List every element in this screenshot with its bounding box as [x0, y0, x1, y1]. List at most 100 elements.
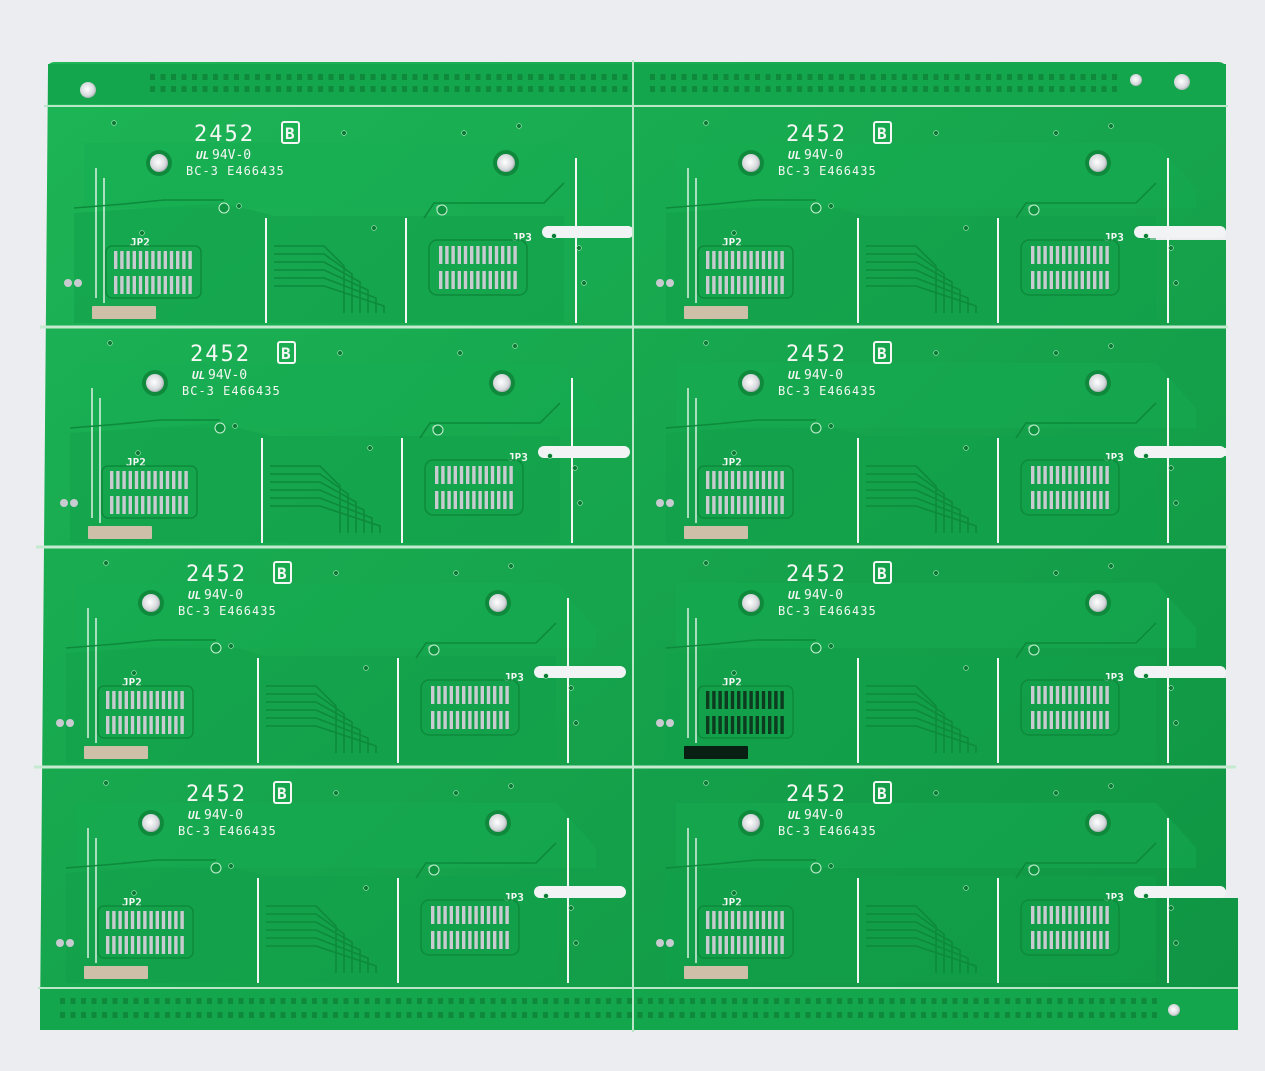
- trace: [665, 182, 1157, 219]
- jp2-pad: [724, 911, 728, 929]
- rail-pad: [622, 86, 628, 92]
- jp3-pad: [1080, 931, 1084, 949]
- via: [1173, 280, 1179, 286]
- rail-pad: [574, 1012, 580, 1018]
- rail-pad: [986, 86, 991, 92]
- jp3-outline: [1020, 899, 1120, 956]
- jp2-pad: [124, 691, 128, 709]
- rail-pad: [144, 998, 149, 1004]
- via: [1028, 424, 1040, 436]
- rail-pad: [318, 86, 323, 92]
- rail-pad: [459, 998, 464, 1004]
- jp3-pad: [1062, 906, 1066, 924]
- rail-pad: [816, 998, 821, 1004]
- jp3-pad: [453, 466, 457, 484]
- jp2-pad: [755, 716, 759, 734]
- trace-bundle: [266, 905, 377, 973]
- via: [1168, 245, 1174, 251]
- rail-pad: [91, 998, 97, 1004]
- rail-pad: [507, 86, 512, 92]
- trace: [65, 842, 557, 879]
- jp2-pad: [174, 911, 178, 929]
- jp2-pad: [174, 691, 178, 709]
- rail-pad: [396, 1012, 401, 1018]
- test-pad: [74, 279, 82, 287]
- jp2-pad: [120, 276, 124, 294]
- rail-pad: [1017, 74, 1023, 80]
- rail-pad: [807, 74, 813, 80]
- jp3-pad: [490, 466, 495, 484]
- jp2-pad: [768, 276, 772, 294]
- jp3-pad: [431, 711, 435, 729]
- rail-pad: [650, 74, 655, 80]
- via: [731, 670, 737, 676]
- jp3-pad: [1093, 931, 1097, 949]
- rail-pad: [910, 998, 916, 1004]
- jp2-label: JP2: [722, 896, 742, 909]
- via: [810, 202, 822, 214]
- rail-pad: [475, 86, 481, 92]
- rail-pad: [391, 74, 397, 80]
- rail-pad: [1152, 1012, 1157, 1018]
- rail-pad: [627, 1012, 632, 1018]
- via: [428, 864, 440, 876]
- rail-pad: [692, 86, 697, 92]
- jp3-pad: [501, 271, 505, 289]
- rail-pad: [996, 86, 1002, 92]
- rail-pad: [528, 86, 533, 92]
- contact-strip: [684, 966, 748, 979]
- rail-pad: [192, 86, 197, 92]
- rail-pad: [564, 998, 569, 1004]
- silk-line: [87, 828, 97, 963]
- jp3-pad: [1055, 246, 1060, 264]
- rail-pad: [412, 74, 418, 80]
- rail-pad: [591, 74, 596, 80]
- via: [333, 570, 339, 576]
- cert-mark-box: [273, 781, 292, 804]
- rail-pad: [700, 1012, 706, 1018]
- jp3-pad: [466, 491, 470, 509]
- test-pad: [66, 939, 74, 947]
- jp2-pad: [161, 936, 166, 954]
- ul-logo: UL: [188, 809, 201, 822]
- jp3-pad: [499, 931, 503, 949]
- trace: [665, 622, 1157, 659]
- jp2-pad: [149, 691, 153, 709]
- jp3-pad: [513, 271, 517, 289]
- cert-mark-box: [873, 781, 892, 804]
- via: [963, 225, 969, 231]
- copper-pour: [666, 863, 1156, 983]
- rail-pad: [868, 998, 874, 1004]
- rail-pad: [601, 86, 607, 92]
- jp3-pad: [451, 271, 455, 289]
- jp3-pad: [484, 466, 488, 484]
- via: [1053, 130, 1059, 136]
- jp2-pad: [774, 936, 778, 954]
- jp2-pad: [761, 471, 766, 489]
- trace-bundle: [866, 905, 977, 973]
- rail-pad: [570, 86, 575, 92]
- ul-logo: UL: [788, 589, 801, 602]
- rail-pad: [591, 86, 596, 92]
- rail-pad: [679, 998, 685, 1004]
- jp2-pad: [749, 936, 753, 954]
- jp2-outline: [105, 245, 202, 299]
- rail-pad: [601, 74, 607, 80]
- jp3-pad: [455, 686, 460, 704]
- jp3-pad: [494, 246, 499, 264]
- jp2-pad: [774, 251, 778, 269]
- rail-pad: [370, 74, 376, 80]
- via: [577, 500, 583, 506]
- rail-pad: [70, 1012, 76, 1018]
- jp3-pad: [486, 931, 491, 949]
- rail-pad: [165, 1012, 170, 1018]
- rail-pad: [375, 1012, 380, 1018]
- rail-pad: [312, 1012, 317, 1018]
- via: [810, 642, 822, 654]
- jp3-pad: [486, 906, 491, 924]
- rail-pad: [1026, 998, 1031, 1004]
- jp2-pad: [124, 716, 128, 734]
- via: [1108, 563, 1114, 569]
- rail-pad: [681, 86, 687, 92]
- via: [107, 340, 113, 346]
